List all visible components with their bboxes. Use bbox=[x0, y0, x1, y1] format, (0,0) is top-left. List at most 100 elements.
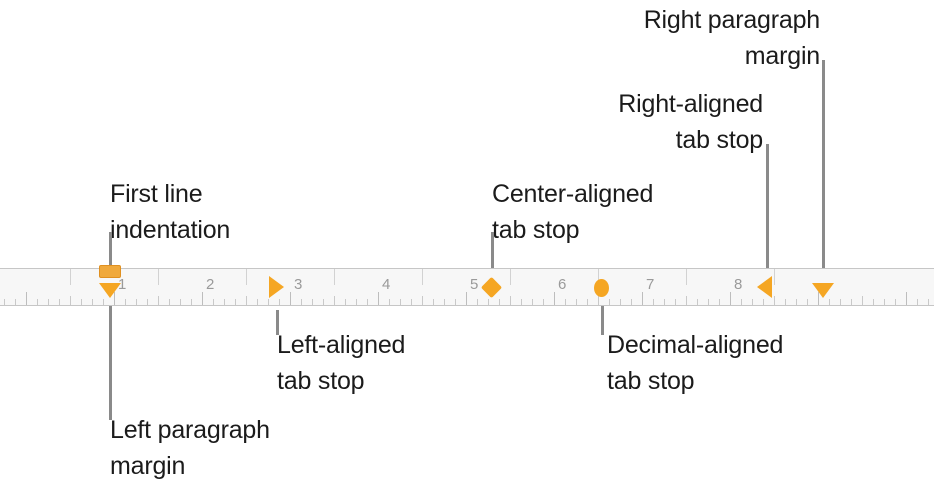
ruler-tick bbox=[367, 299, 368, 305]
ruler-tick bbox=[653, 299, 654, 305]
ruler-tick bbox=[477, 299, 478, 305]
callout-first-line-indentation: First line indentation bbox=[110, 180, 231, 244]
ruler-inch-label: 7 bbox=[646, 276, 655, 293]
ruler-tick bbox=[158, 296, 159, 305]
ruler-tick bbox=[279, 299, 280, 305]
ruler-tick bbox=[81, 299, 82, 305]
ruler-tick bbox=[257, 299, 258, 305]
ruler-tick bbox=[246, 296, 247, 305]
ruler-tick bbox=[532, 299, 533, 305]
ruler-tick bbox=[554, 292, 555, 305]
ruler-inch-separator bbox=[774, 269, 775, 285]
ruler-inch-label: 1 bbox=[118, 276, 127, 293]
leader-line-right-paragraph-margin bbox=[822, 60, 825, 288]
ruler-tick bbox=[15, 299, 16, 305]
ruler-tick bbox=[708, 299, 709, 305]
ruler-tick bbox=[103, 299, 104, 305]
ruler-inch-separator bbox=[686, 269, 687, 285]
ruler-tick bbox=[224, 299, 225, 305]
marker-right-paragraph-margin[interactable] bbox=[812, 283, 834, 298]
ruler-tick bbox=[466, 292, 467, 305]
ruler-inch-label: 8 bbox=[734, 276, 743, 293]
callout-left-aligned-tab-stop: Left-aligned tab stop bbox=[277, 331, 406, 395]
ruler-tick bbox=[4, 299, 5, 305]
ruler-tick bbox=[235, 299, 236, 305]
ruler-tick bbox=[840, 299, 841, 305]
ruler-inch-separator bbox=[246, 269, 247, 285]
ruler-inch-separator bbox=[598, 269, 599, 285]
marker-right-aligned-tab-stop[interactable] bbox=[757, 276, 772, 298]
callout-decimal-aligned-tab-stop: Decimal-aligned tab stop bbox=[607, 331, 784, 395]
ruler-tick bbox=[26, 292, 27, 305]
ruler-tick bbox=[862, 296, 863, 305]
ruler-tick bbox=[642, 292, 643, 305]
ruler-tick bbox=[521, 299, 522, 305]
ruler-tick bbox=[213, 299, 214, 305]
ruler-tick bbox=[829, 299, 830, 305]
ruler-tick bbox=[37, 299, 38, 305]
callout-left-paragraph-margin: Left paragraph margin bbox=[110, 416, 270, 480]
ruler-tick bbox=[444, 299, 445, 305]
marker-left-aligned-tab-stop[interactable] bbox=[269, 276, 284, 298]
ruler-tick bbox=[807, 299, 808, 305]
ruler-tick bbox=[774, 296, 775, 305]
ruler-tick bbox=[675, 299, 676, 305]
ruler-inch-label: 2 bbox=[206, 276, 215, 293]
ruler-tick bbox=[730, 292, 731, 305]
ruler-tick bbox=[631, 299, 632, 305]
ruler-tick bbox=[378, 292, 379, 305]
ruler-tick bbox=[290, 292, 291, 305]
ruler-tick bbox=[697, 299, 698, 305]
ruler-tick bbox=[928, 299, 929, 305]
ruler-tick bbox=[576, 299, 577, 305]
ruler-tick bbox=[147, 299, 148, 305]
leader-line-right-aligned-tab-stop bbox=[766, 144, 769, 288]
marker-first-line-indent[interactable] bbox=[99, 265, 121, 278]
ruler-tick bbox=[345, 299, 346, 305]
marker-left-paragraph-margin[interactable] bbox=[99, 283, 121, 298]
ruler-tick bbox=[92, 299, 93, 305]
callout-center-aligned-tab-stop: Center-aligned tab stop bbox=[492, 180, 654, 244]
ruler-tick bbox=[169, 299, 170, 305]
ruler-tick bbox=[400, 299, 401, 305]
ruler-tick bbox=[334, 296, 335, 305]
ruler-inch-label: 4 bbox=[382, 276, 391, 293]
ruler-tick bbox=[268, 299, 269, 305]
ruler-tick bbox=[785, 299, 786, 305]
ruler-tick bbox=[763, 299, 764, 305]
ruler-inch-label: 5 bbox=[470, 276, 479, 293]
ruler-inch-label: 3 bbox=[294, 276, 303, 293]
ruler-tick bbox=[818, 292, 819, 305]
leader-line-center-aligned-tab-stop bbox=[491, 232, 494, 282]
ruler-tick bbox=[510, 296, 511, 305]
ruler-tick bbox=[917, 299, 918, 305]
ruler-tick bbox=[741, 299, 742, 305]
ruler-tick bbox=[455, 299, 456, 305]
ruler-tick bbox=[884, 299, 885, 305]
ruler-tick bbox=[312, 299, 313, 305]
ruler-tick bbox=[389, 299, 390, 305]
marker-decimal-aligned-tab-stop[interactable] bbox=[594, 279, 609, 297]
ruler-tick bbox=[59, 299, 60, 305]
ruler-tick bbox=[499, 299, 500, 305]
ruler-tick bbox=[851, 299, 852, 305]
ruler-inch-separator bbox=[70, 269, 71, 285]
callout-right-paragraph-margin: Right paragraph margin bbox=[643, 6, 820, 70]
ruler-inch-separator bbox=[158, 269, 159, 285]
ruler-tick bbox=[609, 299, 610, 305]
leader-line-decimal-aligned-tab-stop bbox=[601, 300, 604, 335]
ruler-tick bbox=[543, 299, 544, 305]
ruler-tick bbox=[180, 299, 181, 305]
ruler-tick bbox=[411, 299, 412, 305]
ruler-tick bbox=[719, 299, 720, 305]
ruler-tick bbox=[906, 292, 907, 305]
ruler-inch-separator bbox=[510, 269, 511, 285]
ruler-tick bbox=[598, 296, 599, 305]
callout-right-aligned-tab-stop: Right-aligned tab stop bbox=[618, 90, 763, 154]
ruler-tick bbox=[125, 299, 126, 305]
ruler-tick bbox=[422, 296, 423, 305]
ruler-tick bbox=[488, 299, 489, 305]
ruler-tick bbox=[191, 299, 192, 305]
